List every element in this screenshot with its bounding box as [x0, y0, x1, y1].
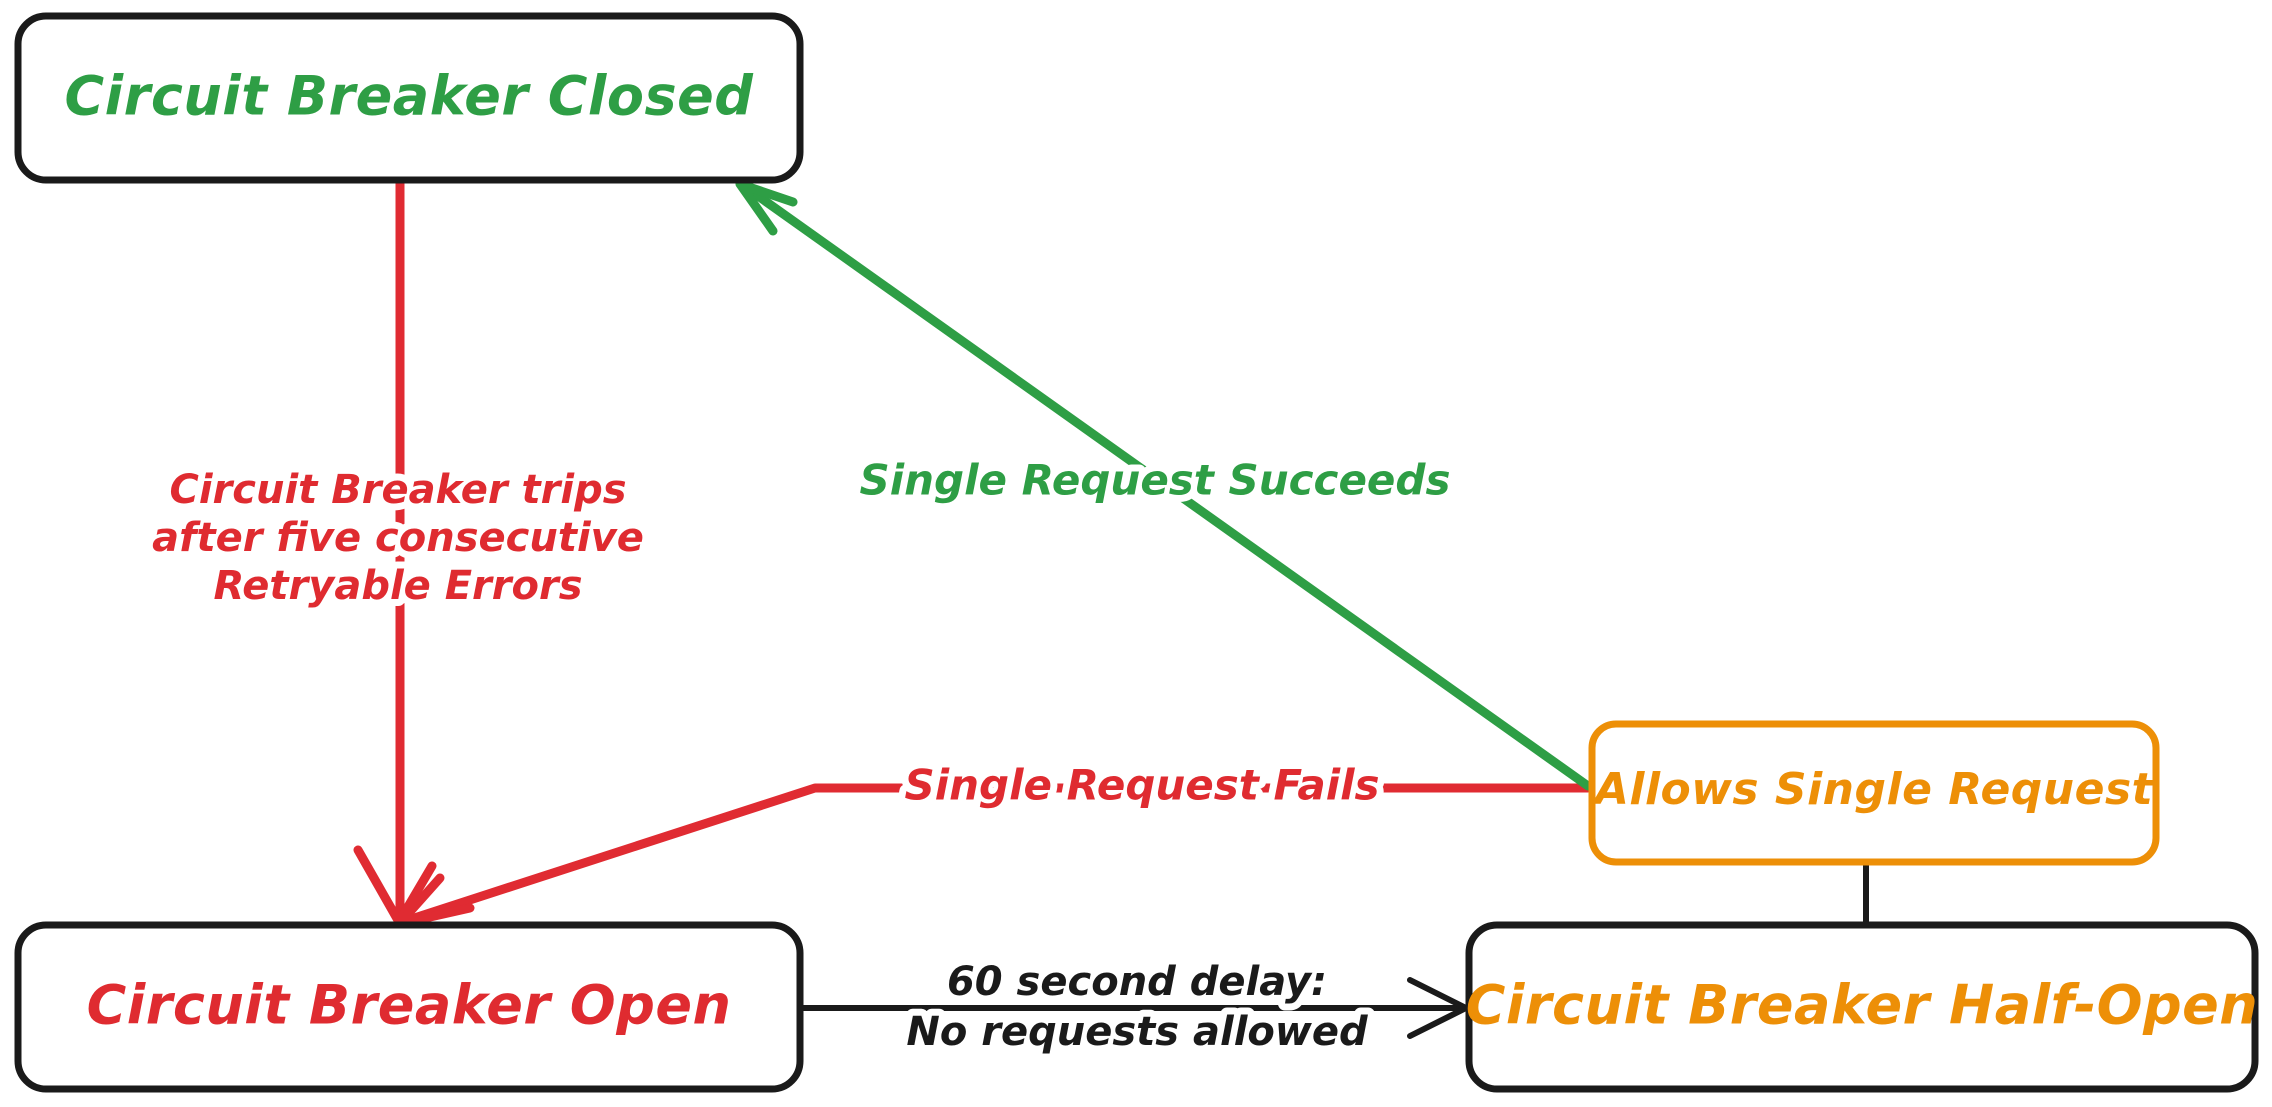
- edge-label-allows-to-open-text: Single Request Fails: [904, 761, 1379, 810]
- edge-label-allows-to-open: Single Request Fails: [897, 754, 1386, 817]
- node-circuit-breaker-closed-box: [14, 12, 804, 184]
- node-circuit-breaker-closed[interactable]: Circuit Breaker Closed: [14, 12, 804, 184]
- node-circuit-breaker-open-box: [14, 921, 804, 1093]
- node-allows-single-request-label: Allows Single Request: [1592, 764, 2155, 815]
- node-circuit-breaker-half-open-label: Circuit Breaker Half-Open: [1466, 974, 2258, 1037]
- edge-allows-to-open-line: [397, 783, 1593, 927]
- edge-label-closed-to-open: Circuit Breaker trips after five consecu…: [145, 460, 651, 616]
- node-allows-single-request[interactable]: Allows Single Request: [1588, 720, 2160, 866]
- edge-allows-to-closed[interactable]: [735, 179, 1593, 791]
- node-circuit-breaker-half-open-box: [1465, 921, 2259, 1093]
- edge-label-open-to-half-open-line-1: 60 second delay:: [947, 959, 1327, 1005]
- edge-label-allows-to-closed: Single Request Succeeds: [853, 449, 1458, 512]
- edge-label-allows-to-closed-text: Single Request Succeeds: [860, 456, 1451, 505]
- edge-label-open-to-half-open-line-2: No requests allowed: [906, 1009, 1368, 1055]
- node-allows-single-request-box: [1588, 720, 2160, 866]
- edge-label-open-to-half-open: 60 second delay: No requests allowed: [899, 952, 1375, 1062]
- edge-label-closed-to-open-line-1: Circuit Breaker trips: [169, 467, 626, 513]
- edge-label-closed-to-open-line-3: Retryable Errors: [213, 563, 582, 609]
- node-circuit-breaker-closed-label: Circuit Breaker Closed: [65, 65, 755, 128]
- edge-allows-to-closed-arrowhead: [735, 179, 798, 236]
- edge-allows-to-closed-line: [739, 181, 1593, 791]
- node-circuit-breaker-open-label: Circuit Breaker Open: [87, 974, 732, 1037]
- node-circuit-breaker-open[interactable]: Circuit Breaker Open: [14, 921, 804, 1093]
- node-circuit-breaker-half-open[interactable]: Circuit Breaker Half-Open: [1465, 921, 2259, 1093]
- edge-label-closed-to-open-line-2: after five consecutive: [152, 515, 644, 561]
